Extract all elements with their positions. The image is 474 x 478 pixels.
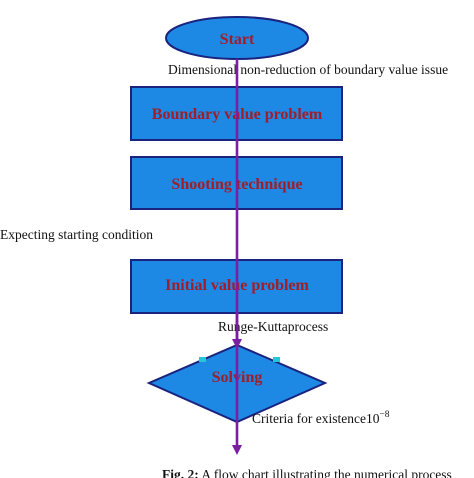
caption-label: Fig. 2:	[162, 467, 199, 478]
edge-label-runge: Runge-Kuttaprocess	[218, 319, 328, 334]
criteria-superscript: −8	[379, 410, 389, 420]
edge-label-expecting: Expecting starting condition	[0, 227, 153, 242]
criteria-text: Criteria for existence10	[252, 411, 380, 426]
caption-text: A flow chart illustrating the numerical …	[199, 467, 452, 478]
start-label: Start	[220, 31, 255, 48]
diamond-marker-left	[199, 357, 206, 362]
figure-caption: Fig. 2: A flow chart illustrating the nu…	[162, 467, 452, 478]
diamond-marker-right	[273, 357, 280, 362]
edge-label-dimensional: Dimensional non-reduction of boundary va…	[168, 62, 448, 77]
edge-label-criteria: Criteria for existence10−8	[252, 410, 390, 426]
